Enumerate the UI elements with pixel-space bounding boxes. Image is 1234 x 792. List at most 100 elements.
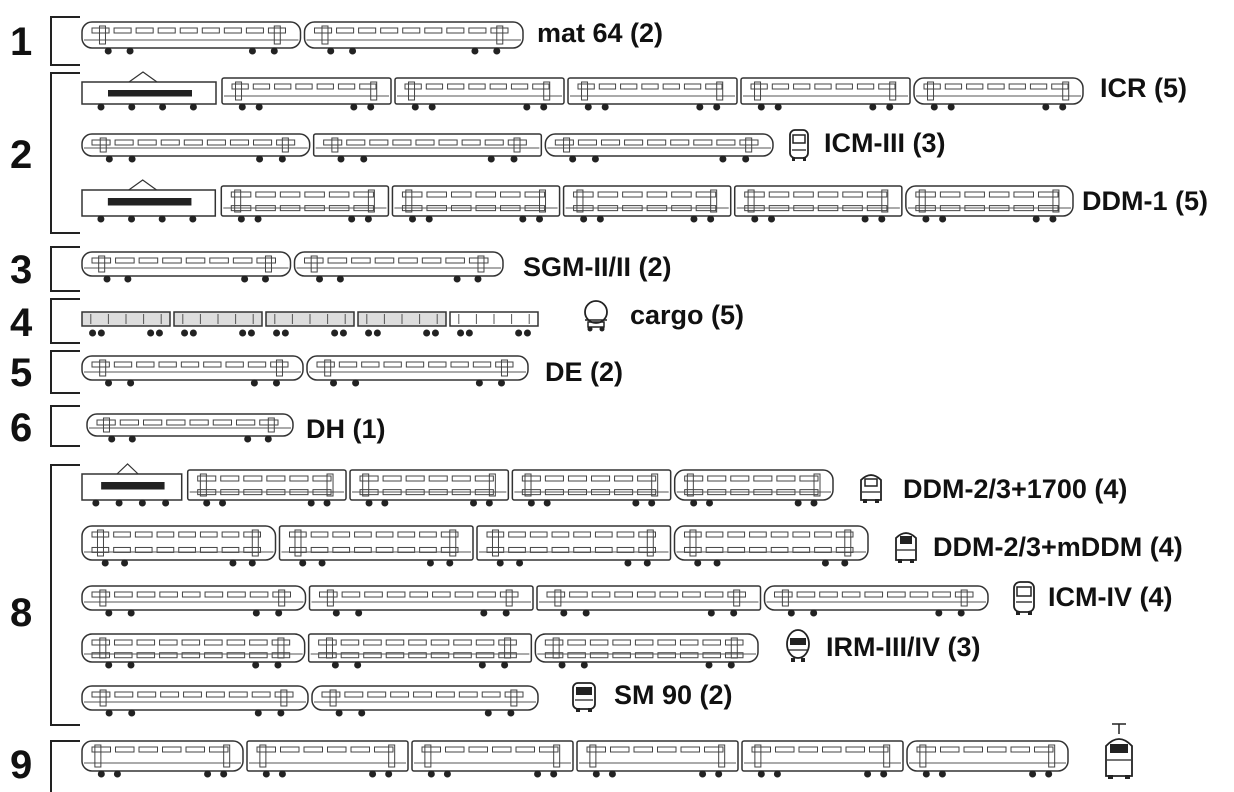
train-car	[449, 311, 539, 337]
train-sgm	[81, 251, 504, 283]
train-irm-iii-iv	[81, 633, 759, 669]
train-car	[81, 740, 244, 778]
train-car	[303, 21, 524, 55]
train-car	[394, 77, 565, 111]
group-bracket-6	[50, 405, 80, 447]
train-car	[913, 77, 1084, 111]
front-view-cargo-icon	[584, 300, 608, 332]
train-label-sm90: SM 90 (2)	[614, 680, 733, 710]
train-label-ddm-2-3-mddm: DDM-2/3+mDDM (4)	[933, 532, 1183, 562]
train-mat64	[81, 21, 524, 55]
train-car	[81, 585, 307, 617]
group-bracket-9	[50, 740, 80, 792]
train-label-de: DE (2)	[545, 357, 624, 387]
train-ddm-1	[81, 179, 1074, 223]
train-car	[536, 585, 762, 617]
train-car	[81, 311, 171, 337]
train-car	[307, 633, 533, 669]
train-dh	[86, 413, 294, 443]
train-car	[265, 311, 355, 337]
train-car	[81, 133, 311, 163]
group-number-6: 6	[10, 406, 33, 450]
train-car	[81, 355, 304, 387]
train-car	[81, 525, 277, 567]
group-number-8: 8	[10, 591, 33, 635]
group-number-1: 1	[10, 20, 33, 64]
train-car	[544, 133, 774, 163]
group-number-5: 5	[10, 351, 33, 395]
train-icm-iv	[81, 585, 989, 617]
train-car	[221, 77, 392, 111]
group-number-2: 2	[10, 133, 33, 177]
train-label-dh: DH (1)	[306, 414, 386, 444]
locomotive	[81, 463, 183, 507]
train-label-mat64: mat 64 (2)	[537, 18, 664, 48]
train-car	[81, 685, 309, 717]
front-view-ddm-2-3-1700-icon	[860, 474, 882, 503]
train-car	[905, 185, 1074, 223]
train-car	[173, 311, 263, 337]
train-car	[81, 251, 292, 283]
train-car	[740, 77, 911, 111]
train-label-icm-iii: ICM-III (3)	[824, 128, 946, 158]
train-car	[357, 311, 447, 337]
front-view-sm90-icon	[572, 682, 596, 712]
train-label-icm-iv: ICM-IV (4)	[1048, 582, 1173, 612]
train-car	[763, 585, 989, 617]
front-view-irm-iii-iv-icon	[786, 629, 810, 662]
group-bracket-5	[50, 350, 80, 394]
train-label-icr: ICR (5)	[1100, 73, 1187, 103]
front-view-icm-iv-icon	[1013, 581, 1035, 615]
train-label-ddm-1: DDM-1 (5)	[1082, 186, 1208, 216]
train-car	[311, 685, 539, 717]
group-bracket-2	[50, 72, 80, 234]
train-car	[673, 469, 834, 507]
train-label-irm-iii-iv: IRM-III/IV (3)	[826, 632, 981, 662]
train-car	[312, 133, 543, 163]
train-cargo	[81, 311, 539, 337]
train-car	[308, 585, 534, 617]
train-car	[186, 469, 347, 507]
front-view-ddm-2-3-mddm-icon	[895, 532, 917, 563]
group-number-4: 4	[10, 301, 33, 345]
train-ddm-2-3-mddm	[81, 525, 869, 567]
train-car	[293, 251, 504, 283]
train-label-sgm: SGM-II/II (2)	[523, 252, 672, 282]
train-car	[534, 633, 759, 669]
group-number-3: 3	[10, 248, 33, 292]
train-car	[906, 740, 1069, 778]
locomotive	[81, 179, 217, 223]
train-label-cargo: cargo (5)	[630, 300, 745, 330]
train-car	[562, 185, 732, 223]
train-icm-iii	[81, 133, 774, 163]
train-label-ddm-2-3-1700: DDM-2/3+1700 (4)	[903, 474, 1128, 504]
front-view-icm-iii-icon	[789, 129, 809, 161]
train-car	[576, 740, 739, 778]
train-car	[567, 77, 738, 111]
train-car	[246, 740, 409, 778]
train-car	[86, 413, 294, 443]
train-car	[741, 740, 904, 778]
group-bracket-3	[50, 246, 80, 292]
train-car	[733, 185, 903, 223]
train-car	[411, 740, 574, 778]
train-car	[349, 469, 510, 507]
train-car	[511, 469, 672, 507]
train-car	[81, 21, 302, 55]
group-bracket-8	[50, 464, 80, 726]
train-car	[673, 525, 869, 567]
train-car	[391, 185, 561, 223]
front-view-group-9-icon	[1105, 723, 1133, 779]
group-bracket-4	[50, 298, 80, 344]
train-sm90	[81, 685, 539, 717]
train-car	[81, 633, 306, 669]
train-car	[220, 185, 390, 223]
train-group-9	[81, 740, 1069, 778]
group-bracket-1	[50, 16, 80, 66]
train-car	[278, 525, 474, 567]
train-ddm-2-3-1700	[81, 463, 834, 507]
train-car	[306, 355, 529, 387]
train-car	[476, 525, 672, 567]
train-de	[81, 355, 529, 387]
